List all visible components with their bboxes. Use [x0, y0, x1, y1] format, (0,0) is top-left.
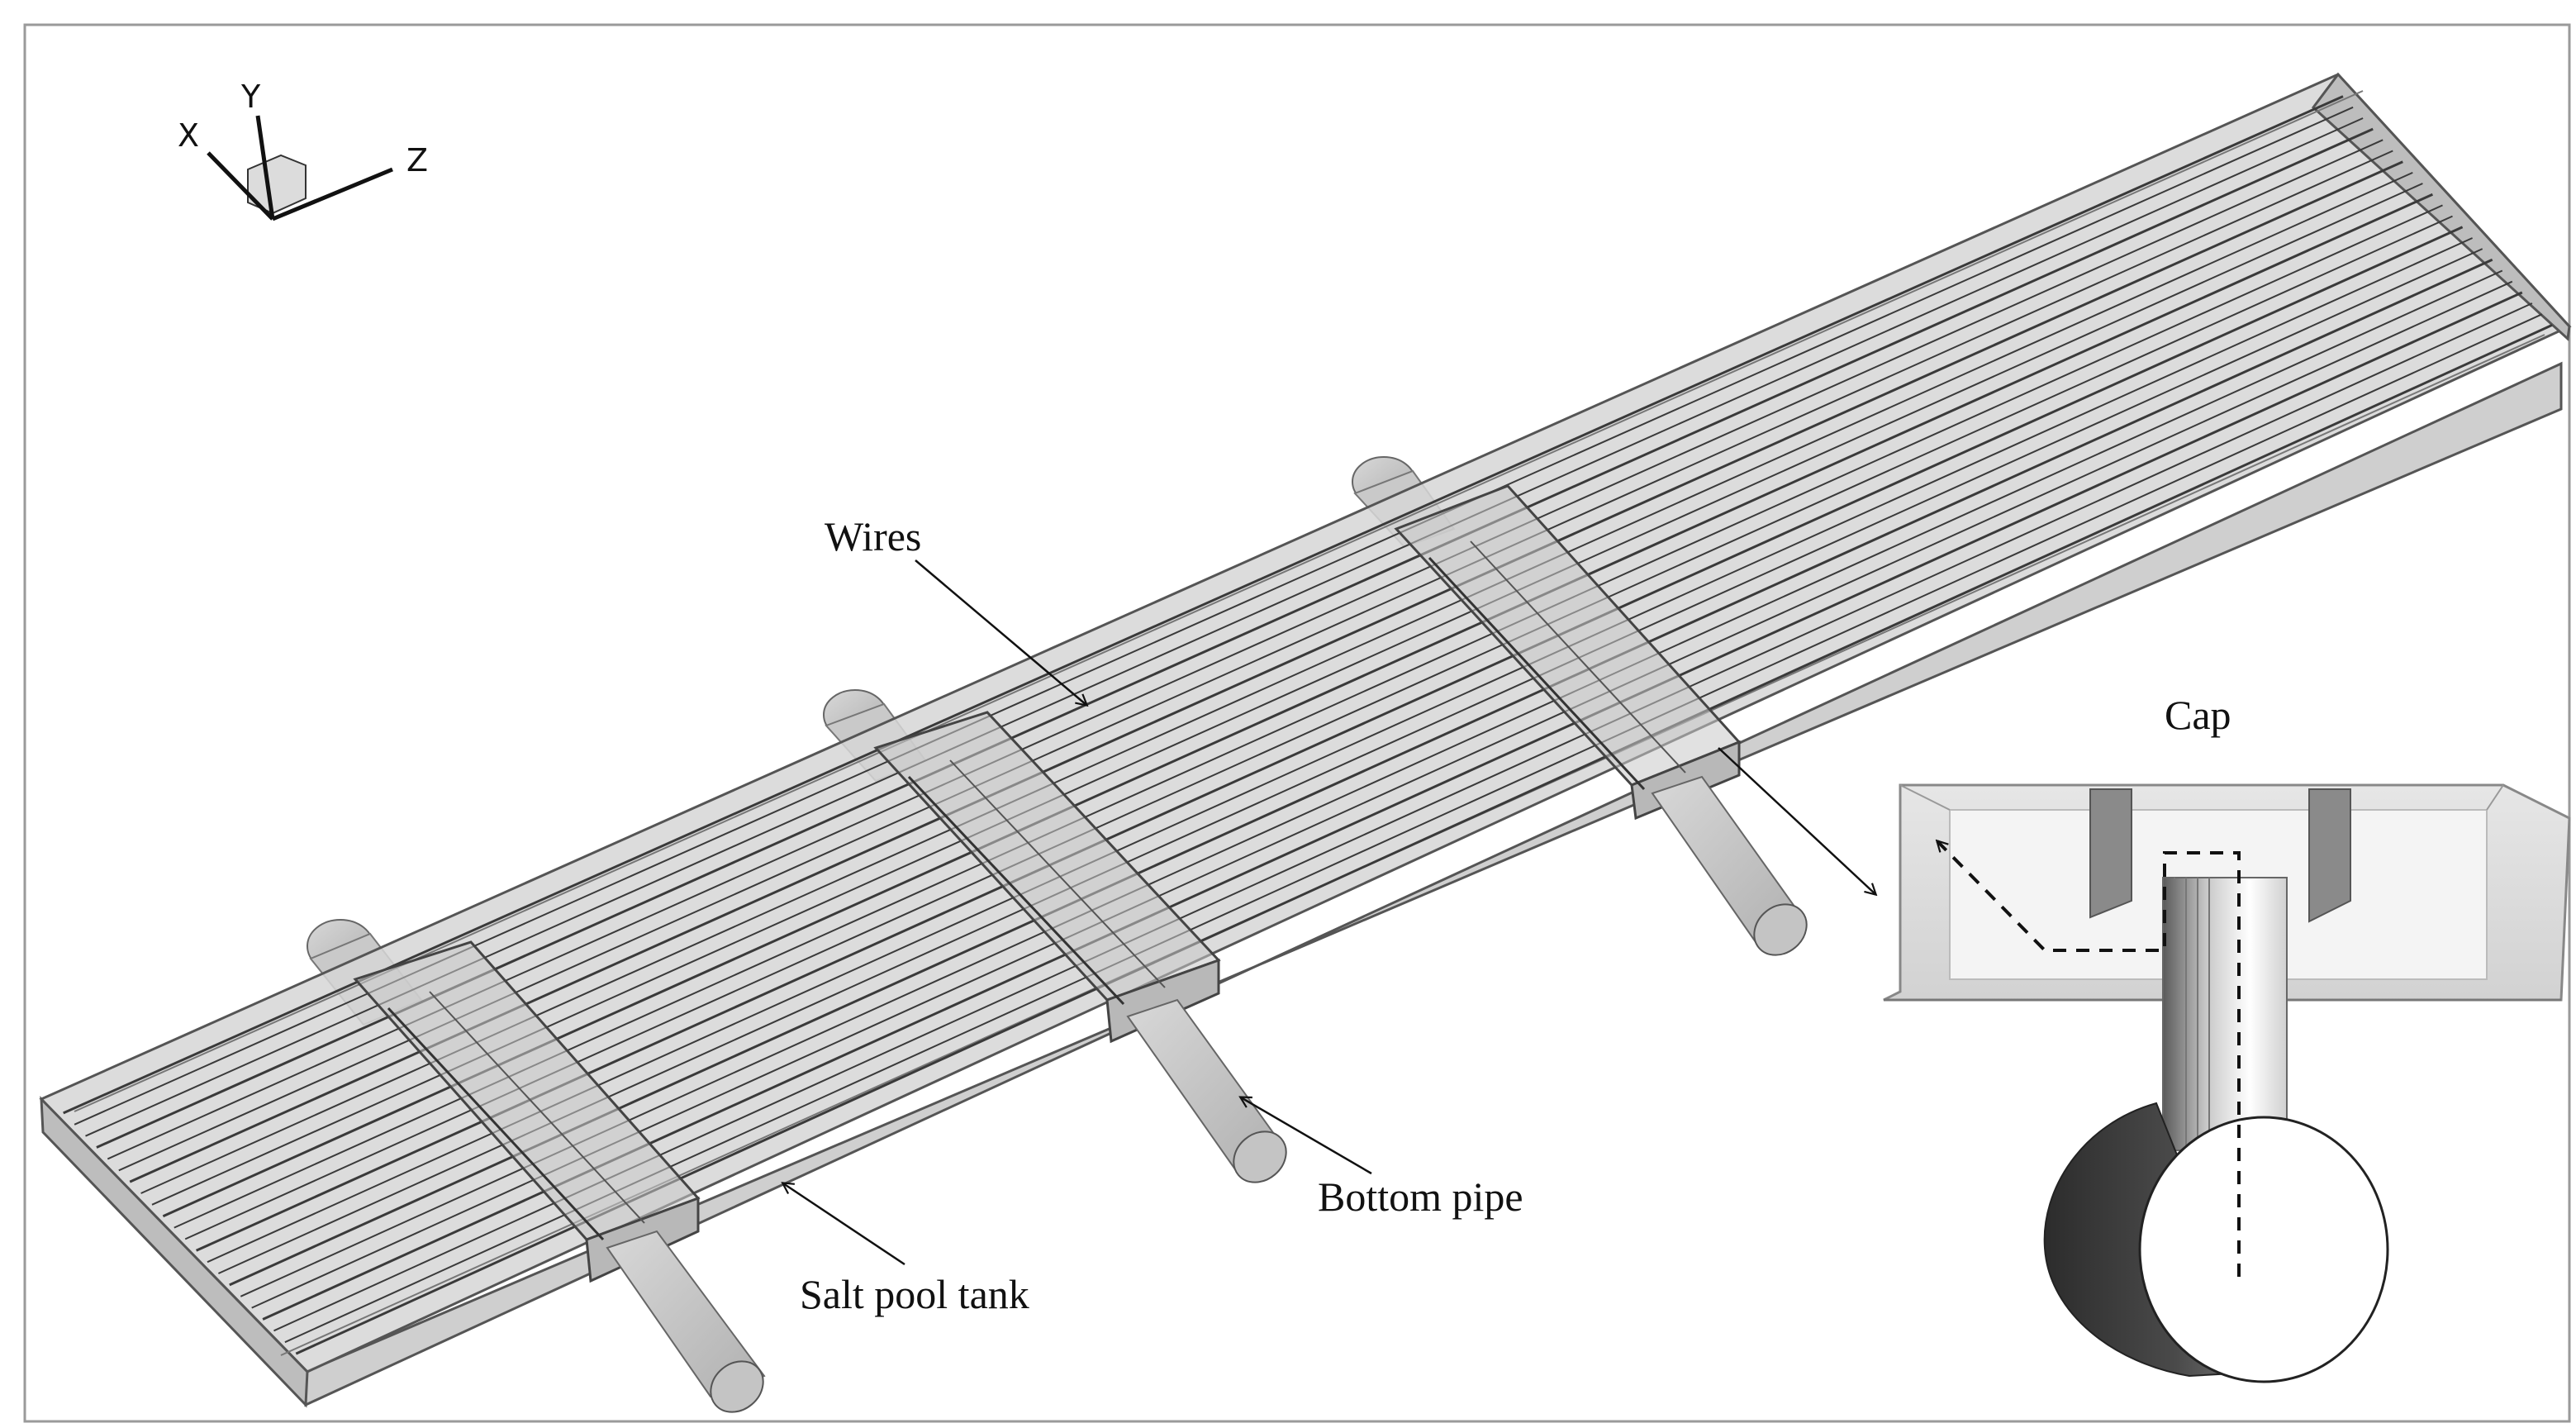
arrow-wires — [915, 559, 1086, 705]
salt-pool-tank — [39, 72, 2572, 1408]
cap-detail-inset — [1883, 783, 2571, 1383]
axis-triad: X Y Z — [178, 79, 428, 221]
axis-cube — [247, 154, 307, 215]
label-cap: Cap — [2165, 692, 2231, 738]
cap-baffle-right — [2308, 788, 2351, 923]
bottom-pipes — [606, 775, 1808, 1413]
bottom-pipe-1 — [606, 1230, 766, 1413]
cap-pipe-face — [2138, 1116, 2389, 1383]
x-axis-line — [207, 151, 274, 221]
label-bottom-pipe: Bottom pipe — [1318, 1173, 1523, 1220]
cap-baffle-left — [2089, 788, 2132, 919]
label-salt-pool-tank: Salt pool tank — [800, 1271, 1029, 1317]
annotations: Wires Cap Bottom pipe Salt pool tank — [783, 513, 2231, 1317]
arrow-cap — [1718, 747, 1875, 894]
cap-wire-stem — [2162, 877, 2288, 1151]
bottom-pipe-2 — [1126, 998, 1287, 1183]
z-axis-line — [272, 167, 393, 221]
label-wires: Wires — [825, 513, 921, 559]
arrow-salt-pool-tank — [783, 1183, 905, 1266]
x-axis-label: X — [178, 117, 199, 154]
caps-group — [353, 484, 1742, 1283]
tank-left-end — [40, 1096, 309, 1408]
y-axis-label: Y — [240, 79, 261, 115]
arrow-bottom-pipe — [1241, 1097, 1372, 1175]
z-axis-label: Z — [406, 142, 428, 178]
bottom-pipe-3 — [1651, 775, 1808, 956]
y-axis-line — [255, 115, 275, 220]
wire-line — [63, 95, 2344, 1115]
cap-flow-path — [1937, 841, 2241, 1277]
